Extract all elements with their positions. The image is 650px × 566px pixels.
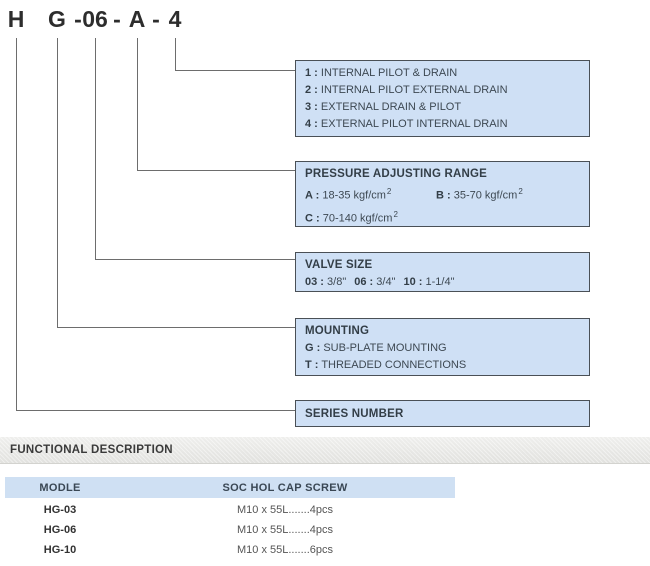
box-title: SERIES NUMBER	[305, 408, 404, 420]
connector-size-horizontal	[95, 259, 295, 260]
table-header-screw: SOC HOL CAP SCREW	[222, 481, 348, 494]
connector-mounting-vertical	[57, 38, 58, 328]
box-title: VALVE SIZE	[305, 259, 373, 271]
pressure-range-option: C : 70-140 kgf/cm2	[305, 209, 398, 225]
connector-series-horizontal	[16, 410, 295, 411]
model-cell: HG-06	[43, 524, 77, 536]
pilot-drain-option: 3 : EXTERNAL DRAIN & PILOT	[305, 101, 462, 113]
functional-description-table: MODLE SOC HOL CAP SCREW HG-03 M10 x 55L.…	[5, 477, 455, 560]
mounting-option: T : THREADED CONNECTIONS	[305, 359, 467, 371]
pilot-drain-options-box: 1 : INTERNAL PILOT & DRAIN 2 : INTERNAL …	[295, 60, 590, 137]
box-title: MOUNTING	[305, 325, 370, 337]
connector-pilot-vertical	[175, 38, 176, 71]
model-code-dash: -	[74, 6, 82, 32]
connector-series-vertical	[16, 38, 17, 411]
model-code-part-series: H	[7, 6, 25, 32]
series-number-box: SERIES NUMBER	[295, 400, 590, 427]
pressure-range-option: B : 35-70 kgf/cm2	[436, 187, 523, 202]
connector-pilot-horizontal	[175, 70, 295, 71]
pressure-adjusting-range-box: PRESSURE ADJUSTING RANGE A : 18-35 kgf/c…	[295, 161, 590, 227]
table-row: HG-03 M10 x 55L.......4pcs	[5, 500, 455, 520]
model-code-dash: -	[152, 6, 160, 32]
pressure-range-option: A : 18-35 kgf/cm2	[305, 187, 392, 202]
model-code-dash: -	[113, 6, 121, 32]
model-cell: HG-10	[43, 544, 77, 556]
table-row: HG-10 M10 x 55L.......6pcs	[5, 540, 455, 560]
pilot-drain-option: 4 : EXTERNAL PILOT INTERNAL DRAIN	[305, 118, 508, 130]
mounting-box: MOUNTING G : SUB-PLATE MOUNTING T : THRE…	[295, 318, 590, 376]
connector-pressure-vertical	[137, 38, 138, 171]
model-code-part-mounting: G	[48, 6, 66, 32]
valve-size-box: VALVE SIZE 03 : 3/8"06 : 3/4"10 : 1-1/4"	[295, 252, 590, 292]
connector-size-vertical	[95, 38, 96, 260]
screw-cell: M10 x 55L.......4pcs	[237, 504, 333, 516]
mounting-option: G : SUB-PLATE MOUNTING	[305, 342, 447, 354]
functional-description-header: FUNCTIONAL DESCRIPTION	[0, 437, 650, 464]
connector-pressure-horizontal	[137, 170, 295, 171]
box-title: PRESSURE ADJUSTING RANGE	[305, 168, 488, 180]
pilot-drain-option: 1 : INTERNAL PILOT & DRAIN	[305, 67, 458, 79]
table-header-model: MODLE	[39, 481, 81, 494]
screw-cell: M10 x 55L.......4pcs	[237, 524, 333, 536]
screw-cell: M10 x 55L.......6pcs	[237, 544, 333, 556]
pilot-drain-option: 2 : INTERNAL PILOT EXTERNAL DRAIN	[305, 84, 508, 96]
model-code-part-pressure: A	[128, 6, 146, 32]
connector-mounting-horizontal	[57, 327, 295, 328]
section-title: FUNCTIONAL DESCRIPTION	[10, 444, 173, 456]
model-code-part-pilot: 4	[168, 6, 182, 32]
model-code-part-size: 06	[82, 6, 108, 32]
valve-size-options: 03 : 3/8"06 : 3/4"10 : 1-1/4"	[305, 276, 455, 288]
model-cell: HG-03	[43, 504, 77, 516]
table-header-row: MODLE SOC HOL CAP SCREW	[5, 477, 455, 498]
table-row: HG-06 M10 x 55L.......4pcs	[5, 520, 455, 540]
